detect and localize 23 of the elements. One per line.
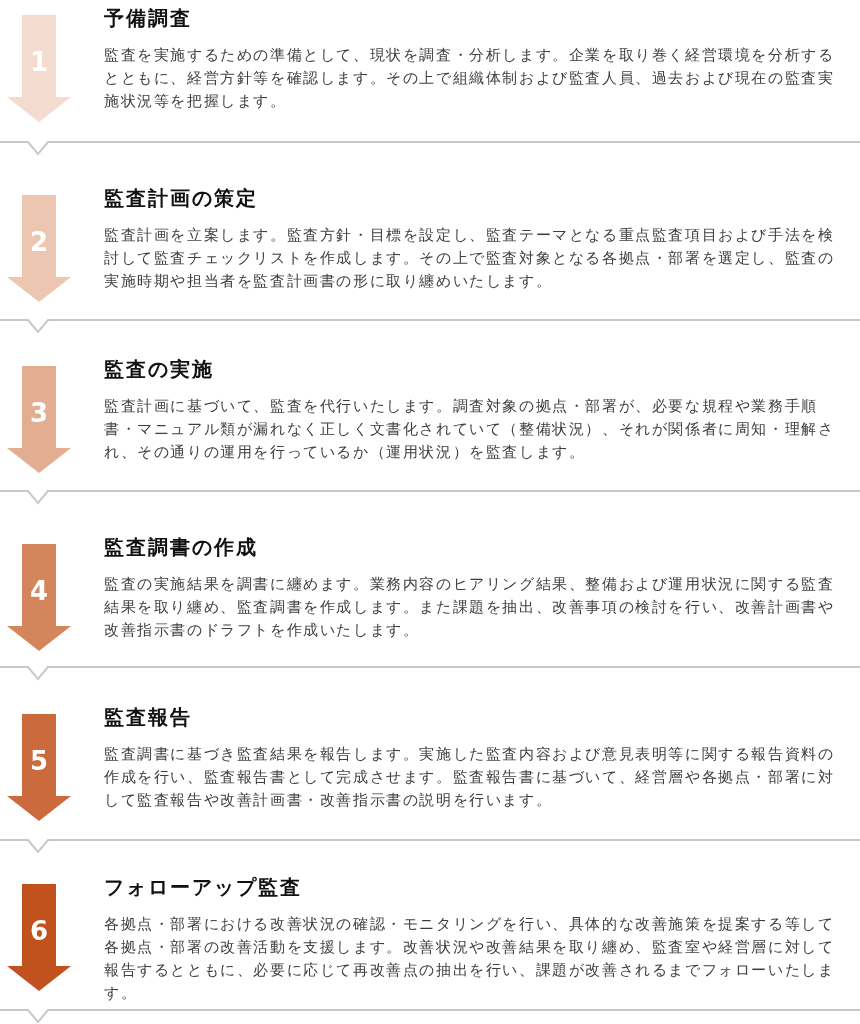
step-description: 各拠点・部署における改善状況の確認・モニタリングを行い、具体的な改善施策を提案する等して各拠点・部署の改善活動を支援します。改善状況や改善結果を取り纏め、監査室や経営層に対して報告するとともに、必要に応じて再改善点の抽出を行い、課題が改善されるまでフォローいたします。 bbox=[104, 914, 836, 1004]
step-number: 4 bbox=[29, 576, 49, 606]
down-arrow-shape bbox=[7, 714, 71, 821]
step-title: 監査調書の作成 bbox=[104, 534, 258, 560]
down-arrow-shape bbox=[7, 15, 71, 122]
down-arrow-shape bbox=[7, 366, 71, 473]
step-title: フォローアップ監査 bbox=[104, 874, 302, 900]
step-number: 2 bbox=[29, 227, 49, 257]
step-number: 6 bbox=[29, 916, 49, 946]
step-description: 監査計画を立案します。監査方針・目標を設定し、監査テーマとなる重点監査項目および手法を検討して監査チェックリストを作成します。その上で監査対象となる各拠点・部署を選定し、監査の実施時期や担当者を監査計画書の形に取り纏めいたします。 bbox=[104, 225, 836, 292]
down-arrow-shape bbox=[7, 884, 71, 991]
step-title: 監査計画の策定 bbox=[104, 185, 258, 211]
step-number: 3 bbox=[29, 398, 49, 428]
step-description: 監査計画に基づいて、監査を代行いたします。調査対象の拠点・部署が、必要な規程や業務手順書・マニュアル類が漏れなく正しく文書化されていて（整備状況）、それが関係者に周知・理解され、その通りの運用を行っているか（運用状況）を監査します。 bbox=[104, 396, 836, 463]
down-arrow-shape bbox=[7, 544, 71, 651]
step-description: 監査の実施結果を調書に纏めます。業務内容のヒアリング結果、整備および運用状況に関する監査結果を取り纏め、監査調書を作成します。また課題を抽出、改善事項の検討を行い、改善計画書や改善指示書のドラフトを作成いたします。 bbox=[104, 574, 836, 641]
step-title: 予備調査 bbox=[104, 5, 192, 31]
down-arrow-shape bbox=[7, 195, 71, 302]
step-number: 5 bbox=[29, 746, 49, 776]
step-title: 監査の実施 bbox=[104, 356, 214, 382]
step-description: 監査を実施するための準備として、現状を調査・分析します。企業を取り巻く経営環境を分析するとともに、経営方針等を確認します。その上で組織体制および監査人員、過去および現在の監査実施状況等を把握します。 bbox=[104, 45, 836, 112]
step-description: 監査調書に基づき監査結果を報告します。実施した監査内容および意見表明等に関する報告資料の作成を行い、監査報告書として完成させます。監査報告書に基づいて、経営層や各拠点・部署に対して監査報告や改善計画書・改善指示書の説明を行います。 bbox=[104, 744, 836, 811]
step-title: 監査報告 bbox=[104, 704, 192, 730]
